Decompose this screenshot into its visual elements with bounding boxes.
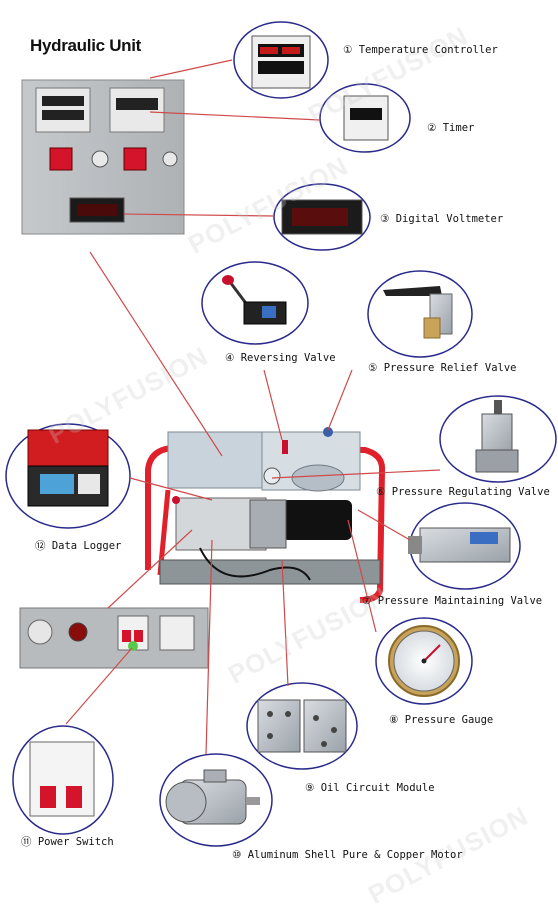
power-switch-callout <box>12 725 114 835</box>
pressure-maintaining-valve-callout <box>408 502 521 590</box>
leader-lines <box>65 59 441 755</box>
digital-voltmeter-callout <box>273 183 371 251</box>
label-digital-voltmeter: ③ Digital Voltmeter <box>380 213 504 225</box>
hydraulic-unit-photo <box>145 427 386 603</box>
control-panel-photo <box>21 79 185 235</box>
label-pressure-gauge: ⑧ Pressure Gauge <box>389 714 494 726</box>
power-socket-panel-photo <box>19 607 209 669</box>
pressure-relief-valve-callout <box>367 270 473 358</box>
label-pressure-maintaining-valve: ⑦ Pressure Maintaining Valve <box>362 595 543 607</box>
label-pressure-relief-valve: ⑤ Pressure Relief Valve <box>368 362 517 374</box>
label-data-logger: ⑫ Data Logger <box>35 540 122 552</box>
label-oil-circuit-module: ⑨ Oil Circuit Module <box>305 782 435 794</box>
reversing-valve-callout <box>201 261 309 345</box>
label-reversing-valve: ④ Reversing Valve <box>225 352 336 364</box>
data-logger-callout <box>5 423 131 529</box>
label-power-switch: ⑪ Power Switch <box>21 836 114 848</box>
pressure-gauge-callout <box>375 617 473 705</box>
diagram-title: Hydraulic Unit <box>30 36 142 55</box>
pressure-regulating-valve-callout <box>439 395 557 483</box>
label-timer: ② Timer <box>427 122 475 134</box>
motor-callout <box>159 753 273 847</box>
timer-callout <box>319 83 411 153</box>
label-motor: ⑩ Aluminum Shell Pure & Copper Motor <box>232 849 463 861</box>
oil-circuit-module-callout <box>246 682 358 770</box>
label-temperature-controller: ① Temperature Controller <box>343 44 498 56</box>
label-pressure-regulating-valve: ⑥ Pressure Regulating Valve <box>376 486 550 498</box>
temperature-controller-callout <box>233 21 329 99</box>
